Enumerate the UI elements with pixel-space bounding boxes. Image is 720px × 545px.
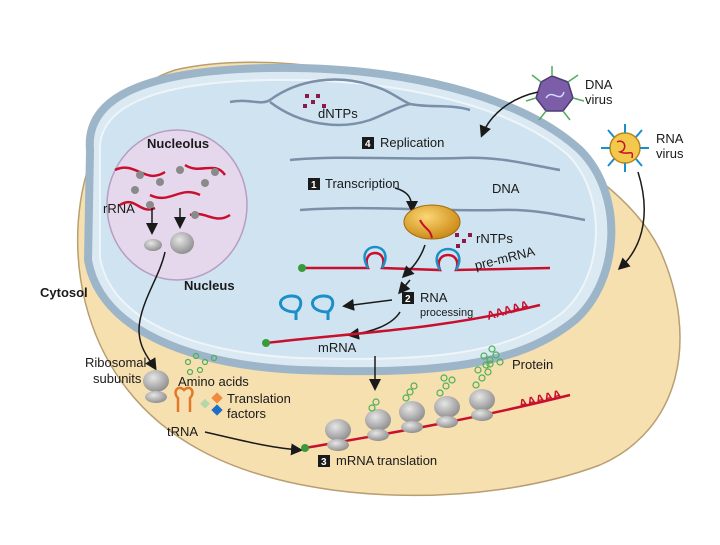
- label-dna-virus-1: DNA: [585, 77, 613, 92]
- rna-polymerase: [403, 204, 461, 240]
- large-subunit-cytosol: [143, 370, 169, 392]
- dna-virus-icon: [525, 66, 585, 121]
- step-3-badge: [318, 455, 330, 467]
- step-2-badge: [402, 292, 414, 304]
- transcription-arrow: [394, 187, 418, 213]
- label-translation: Translation: [227, 391, 291, 406]
- label-replication: Replication: [380, 135, 444, 150]
- label-dna: DNA: [492, 181, 520, 196]
- label-mrna: mRNA: [318, 340, 357, 355]
- premrna-to-processing-arrow: [398, 279, 411, 295]
- label-transcription: Transcription: [325, 176, 400, 191]
- replication-dna: [229, 78, 471, 127]
- label-nucleolus: Nucleolus: [147, 136, 209, 151]
- rntp-dots: [455, 233, 472, 248]
- large-subunit-nucleolus: [170, 232, 194, 254]
- processing-to-intron-arrow: [342, 298, 393, 311]
- step-2-number: 2: [405, 294, 411, 305]
- step-4-badge: [362, 137, 374, 149]
- translation-factor-blue: [211, 404, 223, 416]
- small-subunit-cytosol: [145, 391, 167, 403]
- released-protein: [480, 345, 504, 369]
- excised-intron-2: [311, 294, 335, 320]
- translation-factor-green: [200, 398, 210, 409]
- dna-virus-arrow: [479, 91, 539, 138]
- rna-virus-arrow: [617, 171, 645, 271]
- label-protein: Protein: [512, 357, 553, 372]
- label-cytosol: Cytosol: [40, 285, 88, 300]
- rna-virus-icon: [601, 124, 649, 172]
- label-subunits: subunits: [93, 371, 142, 386]
- label-dna-virus-2: virus: [585, 92, 613, 107]
- label-rna-virus-1: RNA: [656, 131, 684, 146]
- subunits-export-path: [138, 251, 166, 371]
- amino-acid-dots: [184, 352, 218, 376]
- label-nucleus: Nucleus: [184, 278, 235, 293]
- step-4-number: 4: [365, 139, 371, 150]
- pre-mrna-loop-2: [435, 247, 461, 271]
- label-factors: factors: [227, 406, 267, 421]
- polymerase-to-premrna-arrow: [401, 244, 426, 279]
- step-3-number: 3: [321, 457, 327, 468]
- mrna-strand-nucleus: [265, 303, 541, 345]
- label-rna: RNA: [420, 290, 448, 305]
- small-subunit-nucleolus: [144, 239, 162, 251]
- excised-intron-1: [279, 294, 303, 320]
- label-processing: processing: [420, 307, 473, 319]
- nascent-protein-chains: [368, 360, 494, 412]
- pre-mrna-loop-1: [363, 245, 387, 269]
- label-rna-virus-2: virus: [656, 146, 684, 161]
- mrna-cap-cytosol: [301, 444, 309, 452]
- pre-mrna-cap: [298, 264, 306, 272]
- trna-shape: [174, 386, 194, 412]
- nucleolus-granules: [131, 166, 219, 219]
- nascent-rna: [419, 219, 433, 239]
- step-1-number: 1: [311, 180, 317, 191]
- label-mrna-translation: mRNA translation: [336, 453, 437, 468]
- translation-factor-orange: [211, 392, 223, 404]
- factors-to-translation-arrow: [204, 431, 303, 456]
- polyribosomes: [325, 389, 495, 451]
- label-rntps: rNTPs: [476, 231, 513, 246]
- label-ribosomal: Ribosomal: [85, 355, 147, 370]
- label-trna: tRNA: [167, 424, 198, 439]
- transcription-dna-bottom: [299, 206, 586, 222]
- label-rrna: rRNA: [103, 201, 135, 216]
- label-dntps: dNTPs: [318, 106, 358, 121]
- mrna-cap-nucleus: [262, 339, 270, 347]
- label-amino-acids: Amino acids: [178, 374, 249, 389]
- transcription-dna-top: [289, 156, 561, 172]
- step-1-badge: [308, 178, 320, 190]
- dntp-dots: [303, 94, 326, 108]
